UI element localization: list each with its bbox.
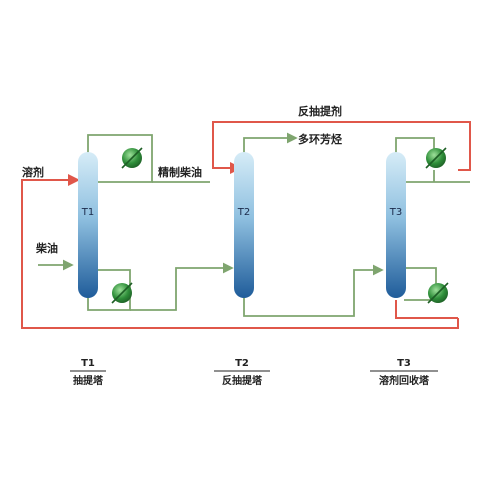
caption-t1: T1 抽提塔 (70, 358, 106, 387)
process-lines (38, 132, 470, 317)
caption-t2-tag: T2 (235, 358, 249, 369)
caption-t2-name: 反抽提塔 (222, 374, 263, 387)
caption-t2: T2 反抽提塔 (214, 358, 270, 387)
back-extractant-label: 反抽提剂 (298, 104, 342, 118)
heat-exchanger-icon (111, 282, 133, 304)
solvent-label: 溶剂 (22, 165, 44, 179)
column-t1: T1 (78, 152, 98, 298)
diesel-feed-label: 柴油 (35, 241, 58, 255)
heat-exchanger-icon (121, 147, 143, 169)
column-t3: T3 (386, 152, 406, 298)
column-t3-tag: T3 (389, 207, 402, 218)
column-t1-tag: T1 (81, 207, 94, 218)
polyaromatics-label: 多环芳烃 (298, 132, 342, 146)
caption-t3: T3 溶剂回收塔 (370, 358, 438, 387)
caption-t3-tag: T3 (397, 358, 411, 369)
solvent-recycle-line (21, 174, 459, 329)
heat-exchanger-icon (427, 282, 449, 304)
caption-t3-name: 溶剂回收塔 (379, 374, 430, 387)
caption-t1-tag: T1 (81, 358, 95, 369)
refined-diesel-label: 精制柴油 (158, 165, 202, 179)
back-extractant-line (212, 121, 471, 174)
caption-t1-name: 抽提塔 (73, 374, 104, 387)
heat-exchanger-icon (425, 147, 447, 169)
column-t2: T2 (234, 152, 254, 298)
column-t2-tag: T2 (237, 207, 250, 218)
